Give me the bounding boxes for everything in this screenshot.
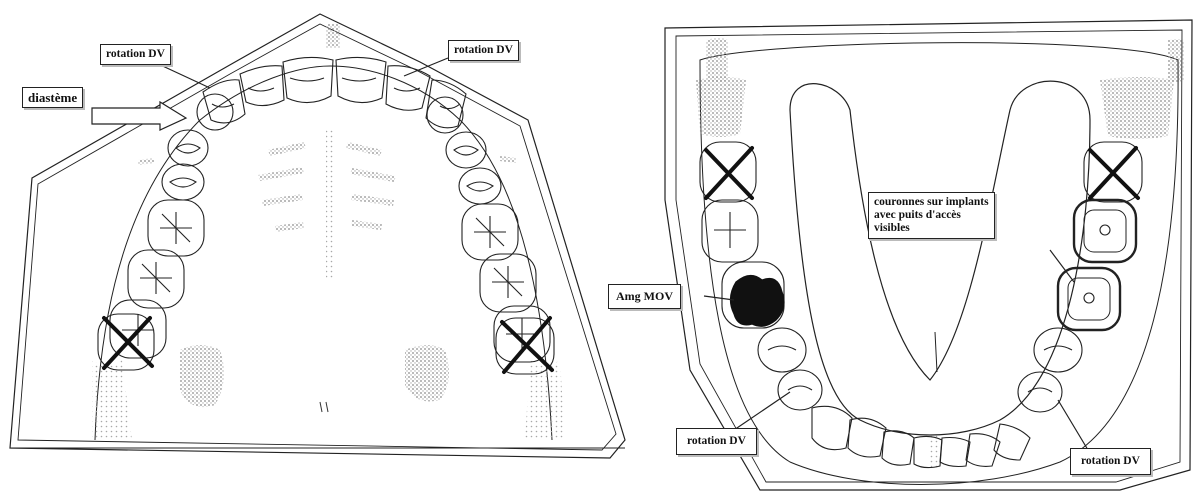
label-rotation-dv-lower-right: rotation DV <box>1070 448 1151 475</box>
upper-arch-diagram <box>10 14 625 458</box>
upper-incisive-papilla <box>326 24 340 48</box>
lower-extraction-crosses <box>706 148 1138 198</box>
lower-left-tooth <box>758 328 806 372</box>
label-amalgam-mov: Amg MOV <box>608 284 681 309</box>
lower-left-tooth <box>778 370 822 410</box>
label-implant-crowns: couronnes sur implants avec puits d'accè… <box>868 192 995 239</box>
lower-tongue-space <box>790 81 1090 435</box>
upper-right-tooth <box>459 168 501 204</box>
label-rotation-dv-lower-left: rotation DV <box>676 428 757 455</box>
upper-left-tooth <box>162 164 204 200</box>
lower-arch-diagram <box>665 20 1192 490</box>
lower-right-implant-crown <box>1058 268 1120 330</box>
amalgam-restoration <box>730 275 784 326</box>
upper-left-tooth <box>168 130 208 166</box>
label-diastema: diastème <box>22 87 83 108</box>
upper-extraction-crosses <box>104 318 552 372</box>
upper-right-tooth <box>446 132 486 168</box>
label-rotation-dv-upper-left: rotation DV <box>100 44 171 65</box>
label-rotation-dv-upper-right: rotation DV <box>448 40 519 61</box>
lower-right-tooth <box>1034 328 1082 372</box>
